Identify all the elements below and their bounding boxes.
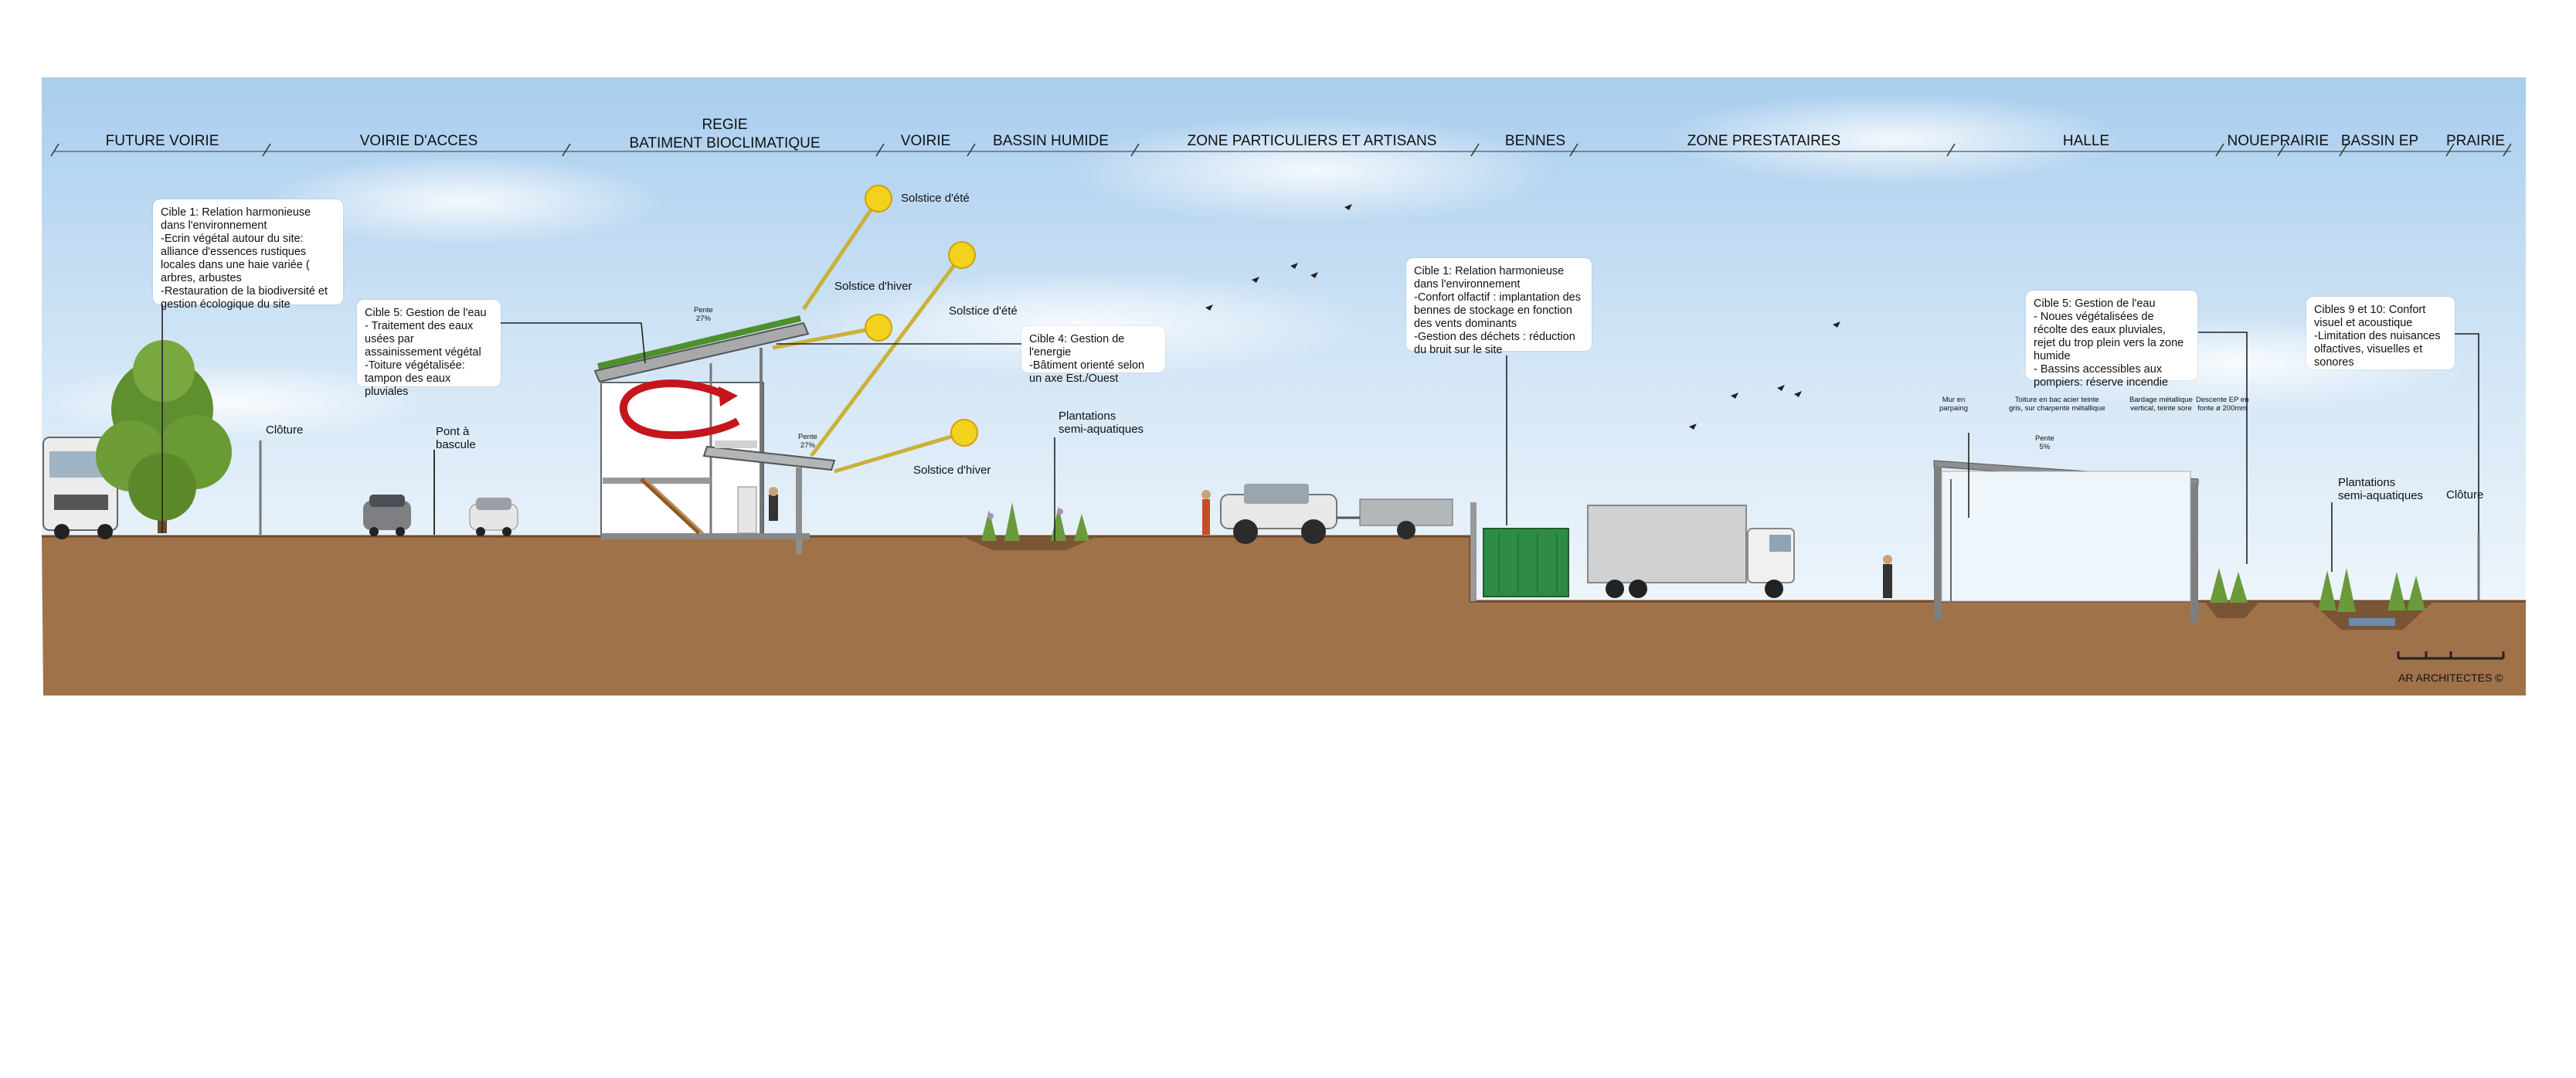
label-toiture-bac: Toiture en bac acier teinte gris, sur ch…: [2009, 396, 2105, 413]
air-circulation-arrow: [620, 379, 740, 440]
noue-bassin-ep: [2204, 568, 2434, 630]
architect-credit: AR ARCHITECTES ©: [2398, 672, 2503, 684]
zone-bassin-ep: BASSIN EP: [2340, 133, 2419, 149]
zone-noue: NOUE: [2227, 133, 2270, 149]
bioclimatic-building: [593, 315, 836, 554]
zone-prairie-1: PRAIRIE: [2269, 133, 2330, 149]
birds: [1205, 204, 1840, 430]
ground-section: [42, 536, 2526, 695]
jeep-trailer: [1220, 484, 1453, 544]
label-plantations-2: Plantations semi-aquatiques: [2338, 476, 2424, 502]
label-solstice-hiver-1: Solstice d'hiver: [834, 280, 912, 293]
zone-regie-title: REGIE: [702, 117, 748, 133]
label-solstice-ete-1: Solstice d'été: [901, 192, 970, 205]
label-solstice-hiver-2: Solstice d'hiver: [913, 464, 991, 477]
car-1: [363, 495, 411, 536]
label-pente-3: Pente 5%: [2035, 434, 2054, 451]
zone-bassin-humide: BASSIN HUMIDE: [993, 133, 1109, 149]
car-2: [469, 498, 518, 536]
label-cloture-1: Clôture: [266, 423, 304, 437]
label-pente-1: Pente 27%: [694, 306, 713, 323]
note-cible1-bennes: Cible 1: Relation harmonieuse dans l'env…: [1406, 258, 1592, 356]
label-cloture-2: Clôture: [2446, 488, 2484, 502]
zone-prestataires: ZONE PRESTATAIRES: [1687, 133, 1841, 149]
note-cible1-environnement: Cible 1: Relation harmonieuse dans l'env…: [153, 199, 343, 311]
zone-prairie-2: PRAIRIE: [2445, 133, 2506, 149]
zone-bennes: BENNES: [1504, 133, 1566, 149]
zone-particuliers: ZONE PARTICULIERS ET ARTISANS: [1187, 133, 1437, 149]
zone-regie-subtitle: BATIMENT BIOCLIMATIQUE: [629, 135, 821, 151]
sun-rays: [772, 197, 965, 474]
label-pente-2: Pente 27%: [798, 433, 817, 450]
zone-regie: REGIE BATIMENT BIOCLIMATIQUE: [629, 116, 820, 153]
label-plantations-1: Plantations semi-aquatiques: [1059, 410, 1144, 436]
sun-markers: [865, 185, 978, 447]
zone-voirie: VOIRIE: [900, 133, 951, 149]
note-cible4-energie: Cible 4: Gestion de l'energie -Bâtiment …: [1021, 326, 1165, 385]
label-solstice-ete-2: Solstice d'été: [949, 304, 1018, 318]
note-cibles-9-10: Cibles 9 et 10: Confort visuel et acoust…: [2306, 297, 2455, 369]
person-1: [1201, 490, 1211, 535]
label-pont-bascule: Pont à bascule: [436, 425, 476, 451]
halle-building: [1933, 460, 2199, 622]
note-cible5-halle: Cible 5: Gestion de l'eau - Noues végéta…: [2026, 291, 2197, 389]
note-cible5-regie: Cible 5: Gestion de l'eau - Traitement d…: [357, 300, 501, 398]
green-container: [1483, 528, 1569, 597]
zone-future-voirie: FUTURE VOIRIE: [105, 133, 219, 149]
box-truck: [1587, 505, 1795, 598]
label-mur-parpaing: Mur en parpaing: [1939, 396, 1968, 413]
label-descente-ep: Descente EP en fonte ø 200mm: [2196, 396, 2249, 413]
zone-voirie-acces: VOIRIE D'ACCES: [359, 133, 478, 149]
zone-halle: HALLE: [2062, 133, 2110, 149]
bassin-humide: [962, 502, 1097, 550]
person-2: [1883, 555, 1892, 598]
scale-bar: [2397, 651, 2505, 660]
label-bardage: Bardage métallique vertical, teinte sore: [2129, 396, 2193, 413]
